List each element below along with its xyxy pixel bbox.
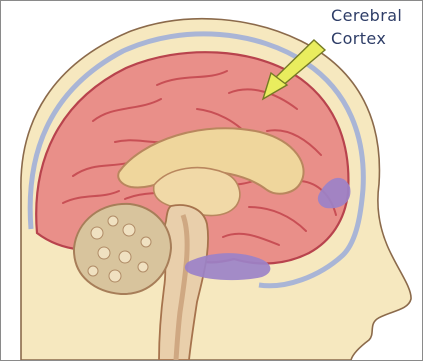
label-line-1: Cerebral <box>331 4 423 27</box>
label-line-2: Cortex <box>331 27 423 50</box>
cerebellum <box>74 204 171 294</box>
cerebral-cortex-label: Cerebral Cortex <box>331 4 423 50</box>
